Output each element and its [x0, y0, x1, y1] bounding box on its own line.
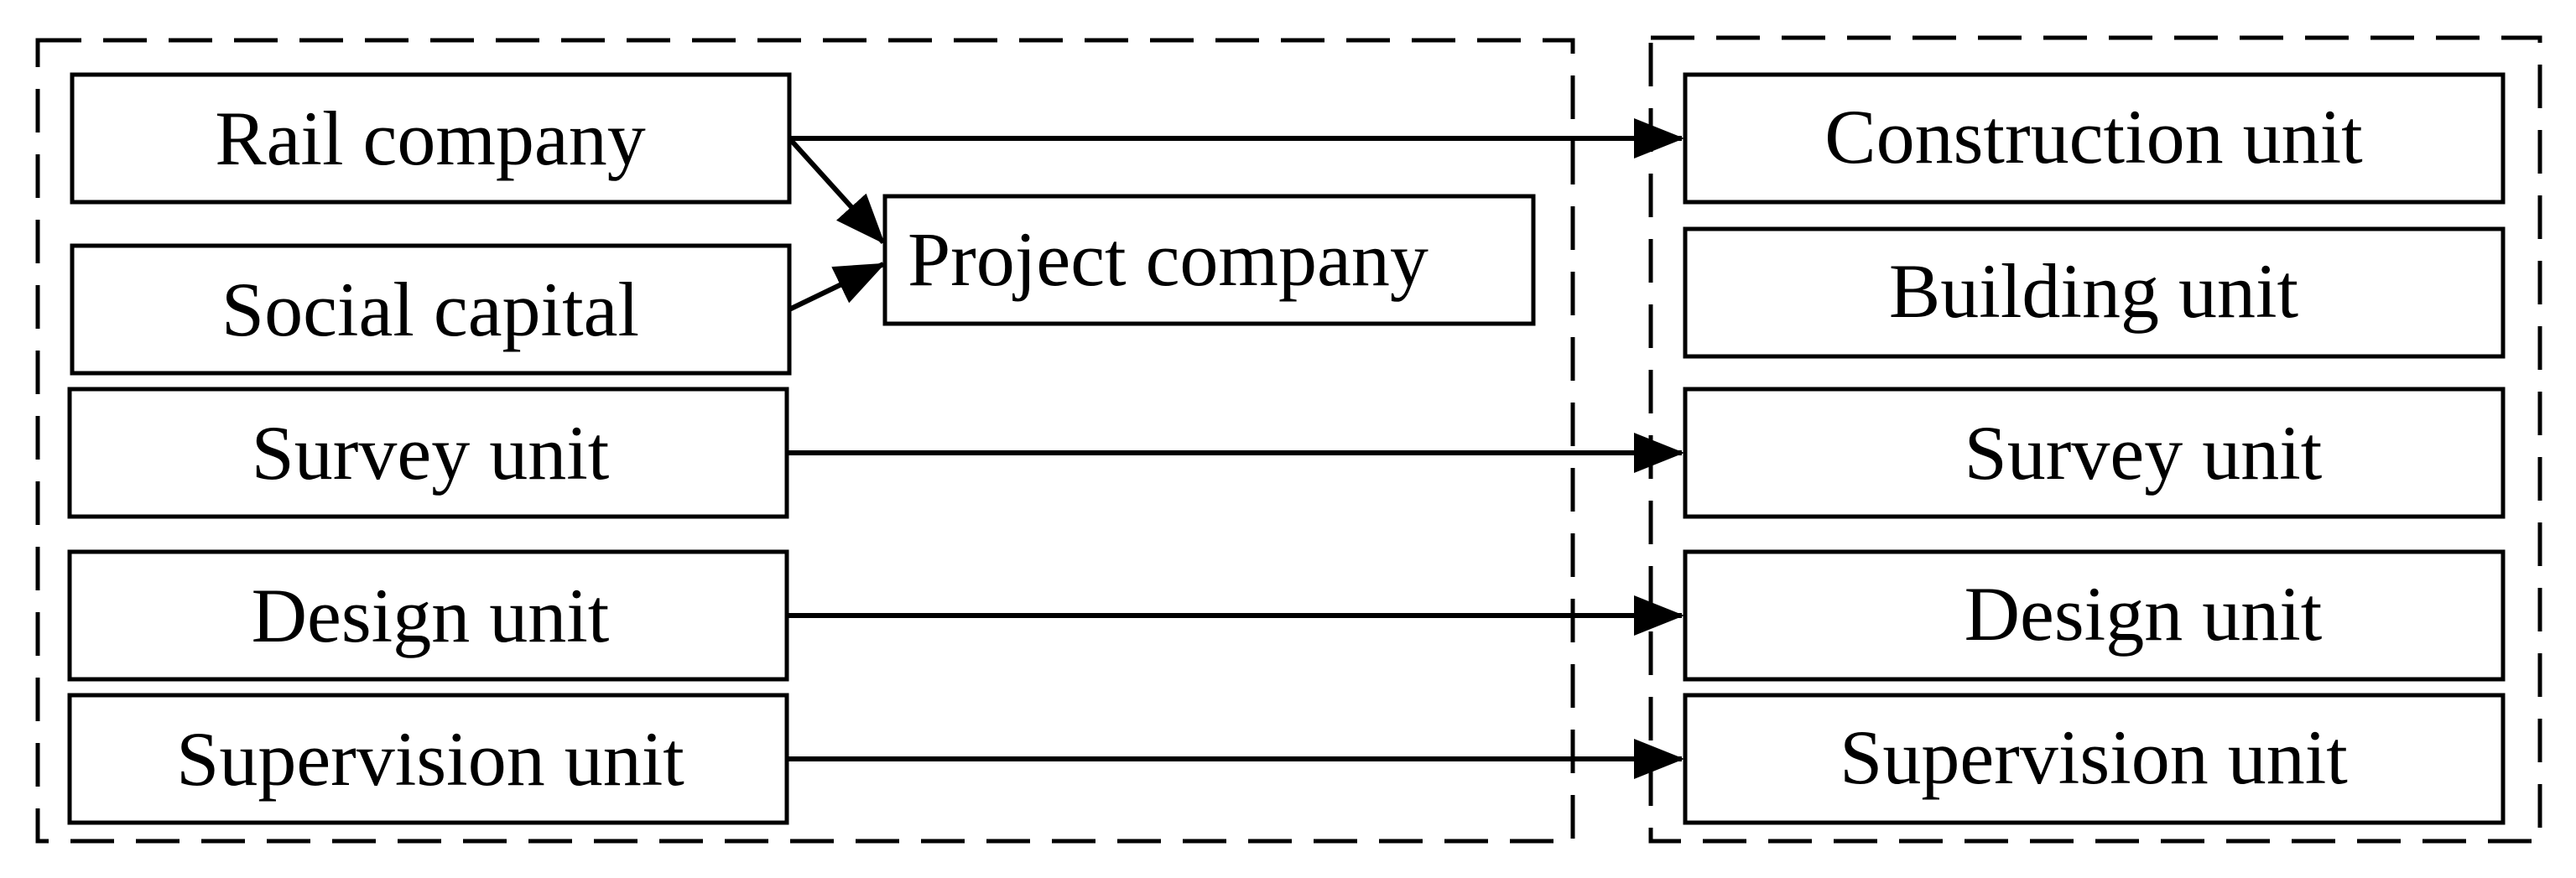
node-building-unit-label: Building unit: [1889, 248, 2299, 334]
node-rail-company: Rail company: [70, 72, 792, 205]
node-rail-company-label: Rail company: [215, 96, 646, 181]
node-social-capital-label: Social capital: [221, 267, 639, 352]
node-survey-unit-right-label: Survey unit: [1965, 410, 2323, 496]
edge-rail-company-to-project-company: [787, 136, 886, 245]
node-construction-unit: Construction unit: [1683, 72, 2506, 205]
node-supervision-unit-right: Supervision unit: [1683, 693, 2506, 825]
edge-social-capital-to-project-company: [788, 262, 886, 312]
node-survey-unit-right: Survey unit: [1683, 387, 2506, 519]
left-group-frame: [35, 38, 1575, 844]
node-supervision-unit-left: Supervision unit: [67, 693, 789, 825]
node-project-company-label: Project company: [908, 216, 1429, 302]
node-survey-unit-left: Survey unit: [67, 387, 789, 519]
node-survey-unit-left-label: Survey unit: [252, 410, 610, 496]
node-social-capital: Social capital: [70, 243, 792, 376]
node-design-unit-right: Design unit: [1683, 549, 2506, 682]
node-supervision-unit-left-label: Supervision unit: [176, 716, 684, 802]
node-construction-unit-label: Construction unit: [1824, 94, 2363, 179]
node-design-unit-left: Design unit: [67, 549, 789, 682]
node-building-unit: Building unit: [1683, 226, 2506, 359]
node-project-company: Project company: [882, 194, 1536, 326]
node-supervision-unit-right-label: Supervision unit: [1840, 714, 2348, 800]
node-design-unit-right-label: Design unit: [1965, 571, 2323, 657]
node-design-unit-left-label: Design unit: [252, 573, 610, 658]
